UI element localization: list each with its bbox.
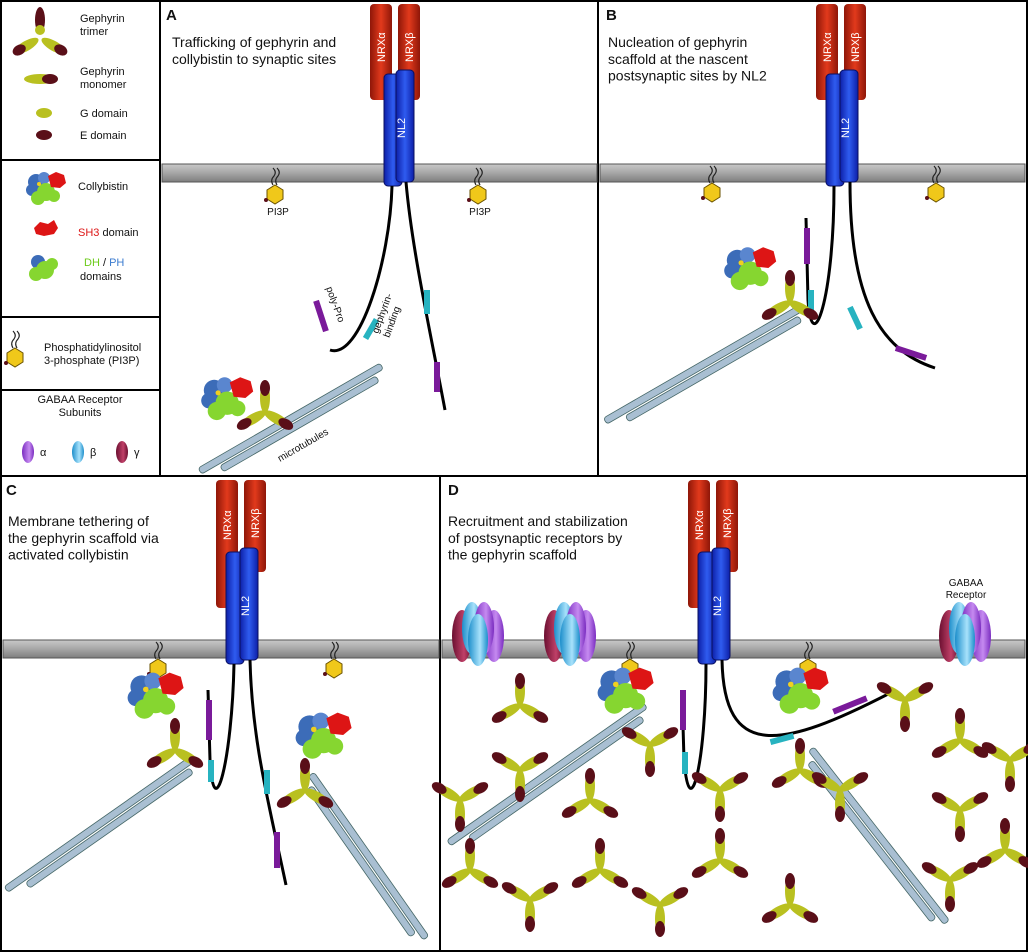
gephyrin-binding-b2 [847,305,863,331]
e-domain-icon [36,130,52,140]
collybistin-icon [26,172,66,205]
panel-b-label: B [606,7,617,24]
gephyrin-binding-d [682,752,688,774]
gephyrin-binding-c2 [264,770,270,794]
legend-dh-ph-label: DH / PH [84,257,124,269]
nl2-d-label: NL2 [712,596,724,616]
nl2-a-right [395,69,415,183]
legend-g-domain-label: G domain [80,108,128,120]
pi3p-a-left-label: PI3P [267,207,289,218]
legend-domains-label: domains [80,271,122,283]
microtubule-d-left [447,703,647,846]
nrxa-b-label: NRXα [822,32,834,62]
legend-alpha-label: α [40,447,47,459]
gephyrin-binding-a2 [424,290,430,314]
legend-e-domain-label: E domain [80,130,126,142]
gephyrin-binding-a-label: gephyrin-binding [370,292,406,339]
gephyrin-binding-d2 [769,732,795,746]
panel-a-label: A [166,7,177,24]
sh3-domain-icon [34,220,58,236]
microtubule-a [198,363,383,474]
nrxb-d-label: NRXβ [722,508,734,538]
gephyrin-trimer-c-left [144,718,206,771]
nl2-b-tail-right [848,181,936,370]
gephyrin-trimer-c-right [274,758,336,811]
beta-subunit-icon [72,441,84,463]
polypro-a-label: poly-Pro [323,285,346,324]
nrxb-a-label: NRXβ [404,32,416,62]
g-domain-icon [36,108,52,118]
pi3p-icon [3,330,24,368]
polypro-a2 [434,362,440,392]
legend-gamma-label: γ [134,447,140,459]
gephyrin-binding-c [208,760,214,782]
nl2-c-right [239,547,259,661]
polypro-d2 [832,695,868,715]
legend-beta-label: β [90,447,96,459]
nl2-d-tail-right [720,659,893,738]
collybistin-a [201,377,254,421]
nrxb-b-label: NRXβ [850,32,862,62]
gaba-receptor-d-1 [452,602,504,666]
nl2-b-label: NL2 [840,118,852,138]
gamma-subunit-icon [116,441,128,463]
membrane-c [2,639,440,659]
nl2-a-tail-left [329,185,394,353]
microtubule-c-right [307,773,429,940]
nrxa-c-label: NRXα [222,510,234,540]
membrane-a [161,163,598,183]
polypro-b [804,228,810,264]
membrane-d [441,639,1026,659]
polypro-c [206,700,212,740]
gaba-receptor-d-3 [939,602,991,666]
nl2-a-label: NL2 [396,118,408,138]
gephyrin-trimer-icon [12,7,68,56]
nl2-d-right [711,547,731,661]
polypro-a [313,299,329,333]
collybistin-c-right [295,712,352,759]
gephyrin-binding-a [362,317,380,341]
polypro-d [680,690,686,730]
collybistin-b [724,247,777,291]
collybistin-c-left [127,672,184,719]
microtubule-c-left [4,755,196,892]
membrane-b [599,163,1026,183]
pi3p-a-right-label: PI3P [469,207,491,218]
legend-sh3-label: SH3 domain [78,227,139,239]
nl2-c-label: NL2 [240,596,252,616]
collybistin-d-right [772,667,829,714]
nrxa-d-label: NRXα [694,510,706,540]
gephyrin-monomer-icon [24,74,58,84]
microtubule-d-right [808,747,949,924]
nrxa-a-label: NRXα [376,32,388,62]
nrxb-c-label: NRXβ [250,508,262,538]
microtubule-b [604,303,806,424]
gephyrin-binding-b [808,290,814,312]
gaba-receptor-d-2 [544,602,596,666]
dh-ph-domain-icon [29,255,58,281]
legend-collybistin-label: Collybistin [78,181,128,193]
polypro-b2 [894,345,928,361]
alpha-subunit-icon [22,441,34,463]
panel-c-label: C [6,482,17,499]
panel-d-label: D [448,482,459,499]
polypro-c2 [274,832,280,868]
